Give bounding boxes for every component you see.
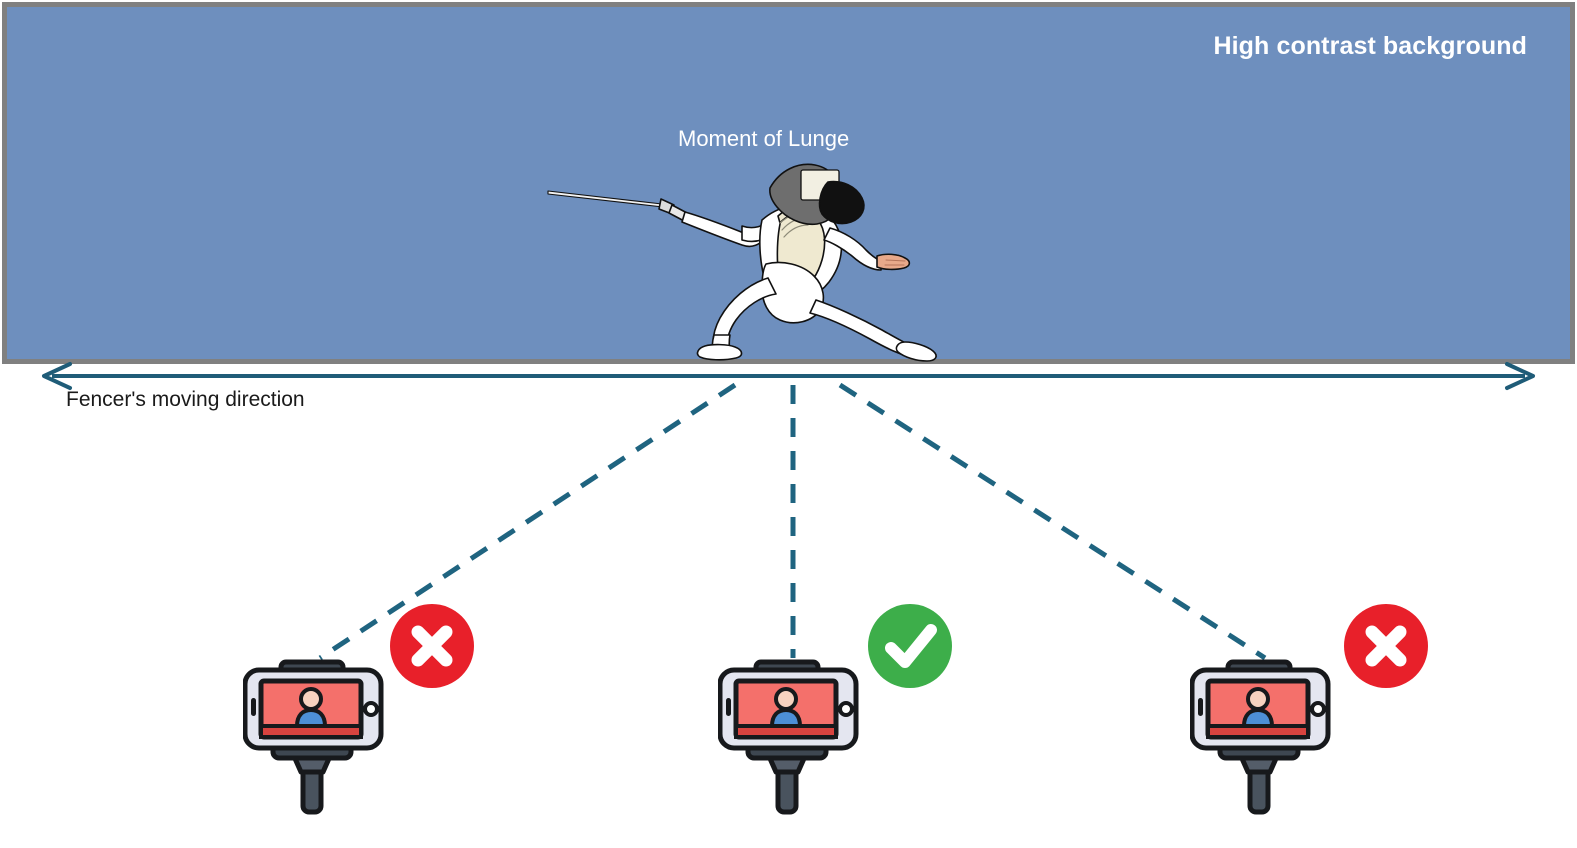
- fencer-hand: [876, 253, 911, 271]
- verdict-badge-center: [868, 604, 952, 688]
- camera-sightlines-group: [318, 382, 1267, 661]
- fencer-mask-bib: [818, 180, 865, 225]
- phone-screen-subject-icon: [294, 687, 328, 728]
- phone-screen-subject-icon: [1241, 687, 1275, 728]
- fencer-front-shoe: [696, 343, 743, 361]
- phone-side-button-icon: [726, 698, 731, 716]
- camera-rig-right[interactable]: [1190, 650, 1340, 820]
- smartphone-icon: [243, 667, 384, 751]
- fencer-illustration: [547, 163, 937, 362]
- smartphone-icon: [718, 667, 859, 751]
- fencer-rear-arm: [823, 227, 883, 271]
- sword-blade-icon: [547, 190, 664, 208]
- phone-screen-subject-icon: [769, 687, 803, 728]
- fencer-rear-shoe: [895, 341, 937, 362]
- phone-side-button-icon: [251, 698, 256, 716]
- high-contrast-background-label: High contrast background: [1213, 32, 1527, 60]
- arrow-head-left-icon: [42, 362, 72, 390]
- sightline-left: [318, 382, 737, 661]
- fencer-direction-arrow: [42, 362, 1535, 390]
- phone-camera-lens-icon: [363, 701, 379, 717]
- arrow-head-right-icon: [1505, 362, 1535, 390]
- phone-camera-lens-icon: [838, 701, 854, 717]
- sightline-right: [838, 382, 1267, 661]
- fencer-direction-label: Fencer's moving direction: [66, 388, 305, 411]
- check-circle-icon: [868, 604, 952, 688]
- camera-rig-center[interactable]: [718, 650, 868, 820]
- moment-of-lunge-label: Moment of Lunge: [678, 126, 850, 151]
- smartphone-icon: [1190, 667, 1331, 751]
- verdict-badge-right: [1344, 604, 1428, 688]
- verdict-badge-left: [390, 604, 474, 688]
- phone-side-button-icon: [1198, 698, 1203, 716]
- phone-camera-lens-icon: [1310, 701, 1326, 717]
- camera-rig-left[interactable]: [243, 650, 393, 820]
